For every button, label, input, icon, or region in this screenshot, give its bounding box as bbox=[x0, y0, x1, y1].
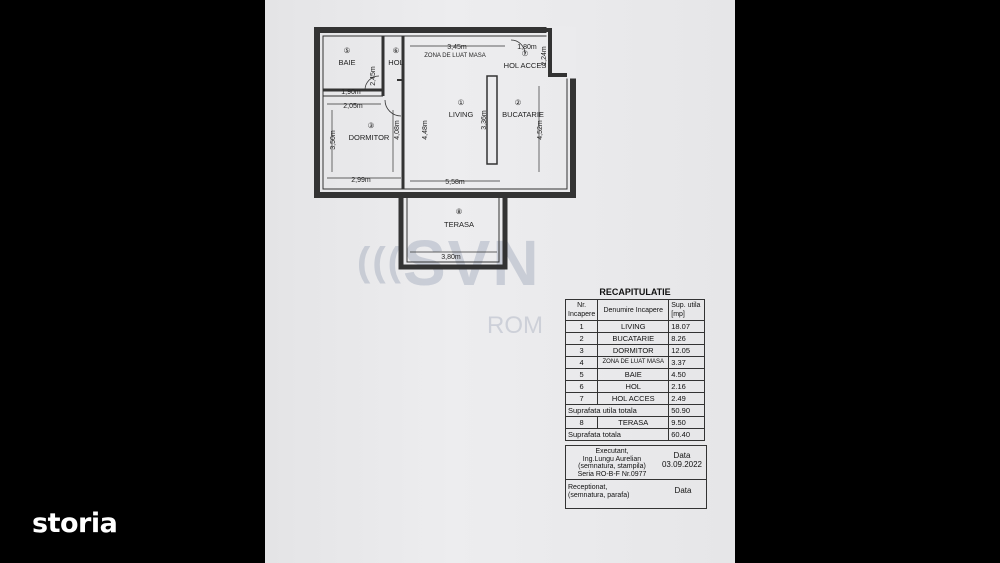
room-label-dormitor: DORMITOR bbox=[349, 133, 390, 142]
room-label-terasa: TERASA bbox=[444, 220, 474, 229]
dim-dormitor-height: 3,50m bbox=[330, 130, 337, 150]
room-label-living: LIVING bbox=[449, 110, 474, 119]
room-num-hol: ⑥ bbox=[393, 46, 400, 55]
dim-living-width: 5,58m bbox=[445, 179, 465, 186]
dim-dormitor-inner: 2,05m bbox=[343, 103, 363, 110]
storia-logo: storia bbox=[32, 508, 118, 539]
exec-series: Seria RO-B-F Nr.0977 bbox=[577, 470, 647, 478]
exec-sign: (semnatura, stampila) bbox=[578, 463, 646, 470]
dim-baie-height: 2,45m bbox=[370, 66, 377, 86]
dim-living-col: 3,36m bbox=[481, 110, 488, 130]
room-label-hol-acces: HOL ACCES bbox=[504, 61, 547, 70]
date-value: 03.09.2022 bbox=[661, 460, 703, 469]
exec-name: Ing.Lungu Aurelian bbox=[582, 455, 642, 463]
signature-block: Executant, Ing.Lungu Aurelian (semnatura… bbox=[565, 445, 707, 509]
dim-bucatarie-height: 4,52m bbox=[537, 120, 544, 140]
inner-wall-line bbox=[322, 35, 568, 190]
recap-table-block: RECAPITULATIE Nr. Incapere Denumire Inca… bbox=[564, 287, 705, 441]
room-label-zona-masa: ZONA DE LUAT MASA bbox=[424, 53, 485, 59]
dim-baie-width: 1,90m bbox=[341, 89, 361, 96]
recv-sign: (semnatura, parafa) bbox=[568, 491, 630, 499]
recv-date-label: Data bbox=[674, 486, 692, 495]
dim-top-width: 3,45m bbox=[447, 44, 467, 51]
watermark-logo: (((SVN bbox=[357, 227, 541, 299]
header-denumire: Denumire Incapere bbox=[597, 299, 670, 321]
dim-hol-acces-height: 2,24m bbox=[541, 46, 548, 66]
floor-plan-document: (((SVN ROM bbox=[265, 0, 735, 563]
dim-terasa-width: 3,80m bbox=[441, 254, 461, 261]
dim-hol-acces-width: 1,80m bbox=[517, 44, 537, 51]
room-num-bucatarie: ② bbox=[515, 98, 522, 107]
dim-living-height: 4,48m bbox=[422, 120, 429, 140]
room-num-baie: ⑤ bbox=[344, 46, 351, 55]
header-nr: Nr. Incapere bbox=[564, 299, 599, 321]
recv-label: Receptionat, bbox=[568, 484, 608, 491]
recap-title: RECAPITULATIE bbox=[599, 287, 671, 297]
room-num-hol-acces: ⑦ bbox=[522, 49, 529, 58]
dim-hol-height: 4,08m bbox=[394, 120, 401, 140]
room-label-bucatarie: BUCATARIE bbox=[502, 110, 544, 119]
recap-table: Nr. Incapere Denumire Incapere Sup. util… bbox=[564, 299, 705, 441]
table-header-row: Nr. Incapere Denumire Incapere Sup. util… bbox=[564, 299, 705, 321]
room-num-living: ① bbox=[458, 98, 465, 107]
watermark-subtext: ROM bbox=[487, 312, 543, 339]
header-suprafata: Sup. utila [mp] bbox=[668, 299, 705, 321]
date-label: Data bbox=[673, 451, 691, 460]
dim-dormitor-width: 2,99m bbox=[351, 177, 371, 184]
exec-label: Executant, bbox=[595, 448, 629, 455]
floor-plan-drawing: ⑤ BAIE ⑥ HOL ZONA DE LUAT MASA ⑦ HOL ACC… bbox=[314, 26, 577, 270]
room-label-baie: BAIE bbox=[338, 58, 355, 67]
room-num-dormitor: ③ bbox=[368, 121, 375, 130]
room-label-hol: HOL bbox=[388, 58, 403, 67]
kitchen-counter bbox=[486, 75, 498, 165]
room-num-terasa: ⑧ bbox=[456, 207, 463, 216]
